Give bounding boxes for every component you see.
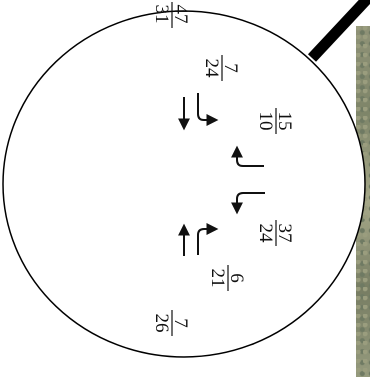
fraction-approach-3: 15 10 [255, 108, 295, 134]
denominator: 31 [151, 5, 172, 24]
numerator: 7 [220, 63, 241, 73]
denominator: 21 [207, 269, 228, 288]
denominator: 24 [201, 59, 222, 79]
denominator: 26 [151, 314, 172, 333]
numerator: 15 [274, 112, 295, 131]
numerator: 47 [170, 5, 191, 24]
denominator: 10 [255, 112, 276, 131]
numerator: 6 [226, 273, 247, 283]
fraction-approach-4: 37 24 [255, 220, 295, 246]
denominator: 24 [255, 224, 276, 244]
numerator: 7 [170, 318, 191, 328]
magnifier-handle [312, 0, 370, 58]
numerator: 37 [274, 224, 295, 243]
magnifier-lens [3, 11, 365, 357]
